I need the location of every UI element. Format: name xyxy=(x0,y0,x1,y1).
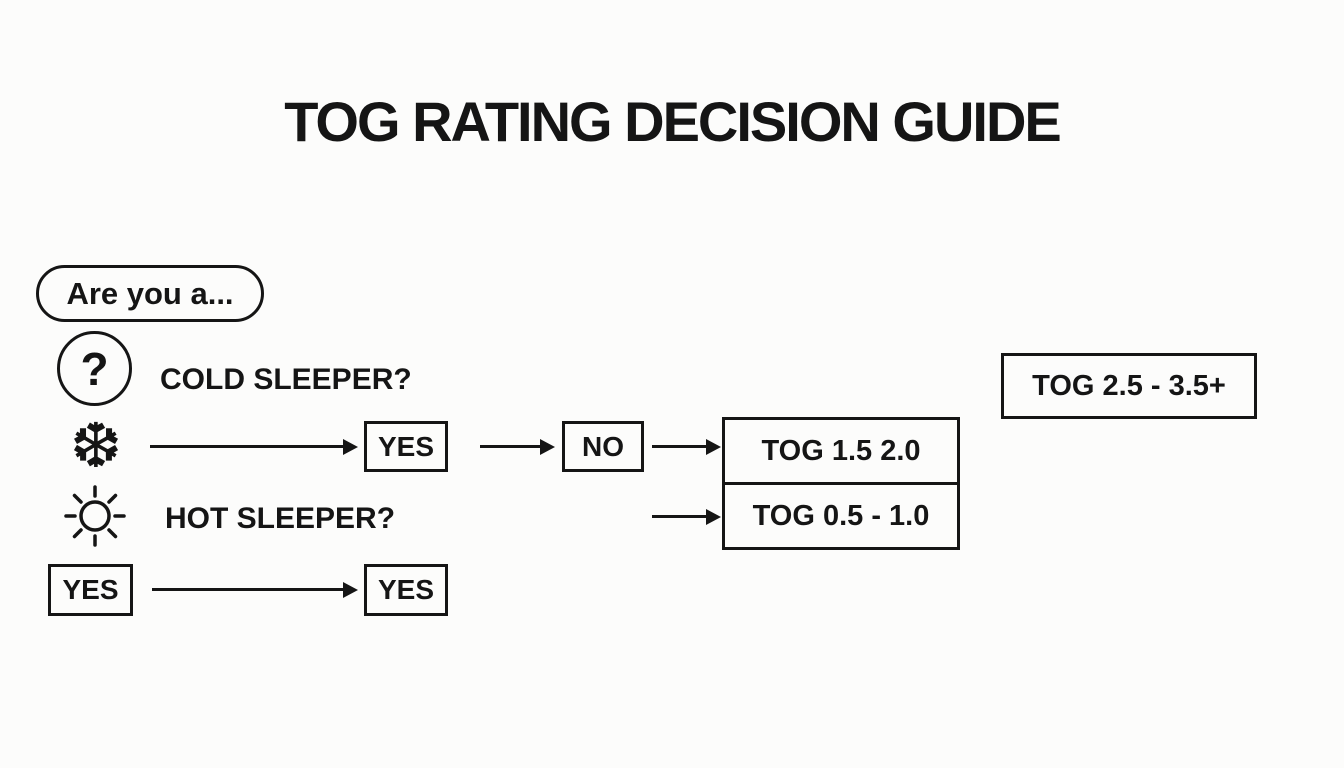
cold-no-box: NO xyxy=(562,421,644,472)
tog-high-result-box: TOG 2.5 - 3.5+ xyxy=(1001,353,1257,419)
tog-result-stack: TOG 1.5 2.0 TOG 0.5 - 1.0 xyxy=(722,417,960,550)
arrow-snowflake-to-yes xyxy=(150,438,358,455)
snowflake-icon: ❆ xyxy=(70,409,122,482)
arrow-to-tog-low xyxy=(652,508,721,525)
tog-low-result-box: TOG 0.5 - 1.0 xyxy=(725,482,957,547)
arrow-no-to-tog-mid xyxy=(652,438,721,455)
cold-sleeper-question: COLD SLEEPER? xyxy=(160,363,412,396)
intro-label: Are you a... xyxy=(66,275,234,311)
cold-yes-box: YES xyxy=(364,421,448,472)
hot-yes-end-box: YES xyxy=(364,564,448,616)
sun-icon xyxy=(64,485,126,547)
hot-yes-start-box: YES xyxy=(48,564,133,616)
arrow-hot-yes-to-yes xyxy=(152,581,358,598)
hot-sleeper-question: HOT SLEEPER? xyxy=(165,502,396,535)
arrow-yes-to-no xyxy=(480,438,555,455)
tog-mid-result-box: TOG 1.5 2.0 xyxy=(761,434,921,467)
question-mark-glyph: ? xyxy=(80,342,109,395)
intro-bubble: Are you a... xyxy=(36,265,264,322)
question-mark-icon: ? xyxy=(57,331,132,406)
page-title: TOG RATING DECISION GUIDE xyxy=(284,90,1062,153)
